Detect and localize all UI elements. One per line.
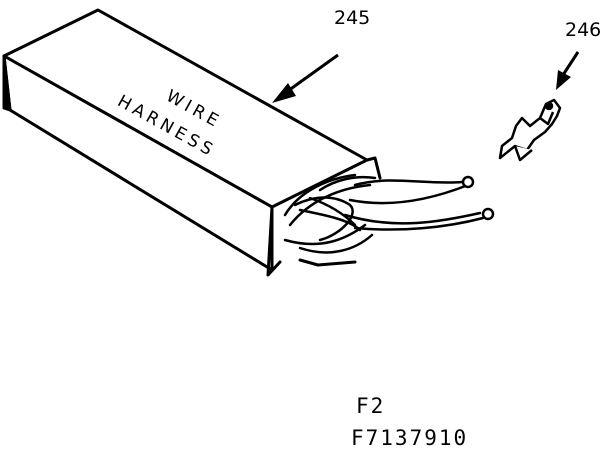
callout-246-arrowhead-icon	[556, 70, 571, 90]
callout-246: 246	[556, 19, 601, 90]
coiled-wires	[283, 173, 495, 254]
callout-245-arrowhead-icon	[272, 83, 296, 103]
callout-245-number: 245	[334, 7, 370, 29]
terminal-connector	[498, 98, 562, 162]
callout-246-number: 246	[565, 19, 601, 41]
wire-harness-box	[2, 8, 382, 277]
callout-246-arrow-line	[561, 51, 580, 76]
figure-code: F2	[356, 394, 386, 418]
callout-245: 245	[272, 7, 370, 103]
part-code: F7137910	[351, 426, 469, 450]
callout-245-arrow-line	[284, 53, 339, 95]
